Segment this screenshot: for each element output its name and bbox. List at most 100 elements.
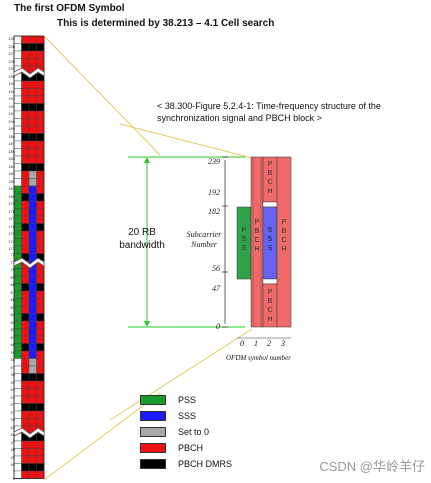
grid-row-label: 189 — [8, 127, 15, 131]
grid-row-label: 195 — [8, 82, 15, 86]
grid-break-marks — [13, 67, 45, 439]
grid-row-label: 63 — [10, 320, 15, 325]
grid-row-label: 67 — [10, 290, 15, 295]
grid-row-label: 51 — [10, 410, 15, 415]
legend-swatch — [140, 411, 166, 421]
grid-row-label: 65 — [10, 305, 15, 310]
legend-item: Set to 0 — [140, 424, 232, 440]
grid-row-label: 178 — [8, 209, 15, 214]
grid-row-label: 180 — [8, 194, 15, 199]
grid-row-label: 235 — [8, 67, 15, 71]
legend-swatch — [140, 443, 166, 453]
grid-row-label: 188 — [8, 134, 15, 139]
grid-row-label: 3 — [12, 454, 15, 458]
grid-row-label: 50 — [10, 418, 15, 422]
grid-row-label: 182 — [8, 179, 15, 184]
legend-item: PSS — [140, 392, 232, 408]
grid-row-label: 48 — [10, 433, 15, 437]
figure-caption: < 38.300-Figure 5.2.4-1: Time-frequency … — [157, 101, 381, 123]
bandwidth-arrow-head-top — [144, 157, 150, 163]
grid-row-label: 238 — [8, 44, 15, 49]
grid-row-label: 53 — [10, 395, 15, 400]
symbol-tick-2: 2 — [267, 339, 271, 348]
legend-label: PSS — [178, 395, 197, 405]
grid-row-label: 52 — [10, 403, 15, 407]
grid-border — [13, 35, 45, 479]
bandwidth-label: 20 RB bandwidth — [119, 227, 165, 251]
grid-row-label: 59 — [10, 350, 15, 355]
connector-bottom-right — [109, 328, 253, 421]
grid-row-label: 185 — [8, 157, 15, 161]
grid-row-label: 177 — [8, 217, 15, 221]
grid-row-label: 173 — [8, 247, 15, 251]
connector-line-bottom — [43, 392, 160, 481]
grid-row-label: 175 — [8, 232, 15, 236]
grid-row-label: 49 — [10, 425, 15, 430]
grid-row-label: 55 — [10, 380, 15, 385]
grid-row-label: 179 — [8, 202, 15, 206]
grid-row-label: 237 — [8, 52, 15, 56]
figure-subtitle: This is determined by 38.213 – 4.1 Cell … — [57, 18, 275, 29]
grid-row-label: 54 — [10, 388, 15, 392]
tick-0: 0 — [216, 322, 220, 331]
grid-row-label: 4 — [12, 446, 15, 451]
grid-row-label: 45 — [10, 455, 15, 460]
grid-row-label: 61 — [10, 335, 15, 340]
legend-item: SSS — [140, 408, 232, 424]
legend-label: SSS — [178, 411, 197, 421]
grid-row-label: 196 — [8, 74, 15, 79]
grid-row-label: 44 — [10, 463, 15, 467]
grid-row-label: 56 — [10, 373, 15, 377]
grid-row-label: 70 — [10, 268, 15, 272]
subcarrier-tick-marks — [222, 156, 228, 328]
bandwidth-arrow-head-bottom — [144, 321, 150, 327]
grid-row-label: 68 — [10, 283, 15, 287]
grid-row-label: 64 — [10, 313, 15, 317]
grid-row-label: 184 — [8, 164, 15, 169]
grid-row-label: 72 — [10, 253, 15, 257]
legend-swatch — [140, 459, 166, 469]
subcarrier-number-label: Subcarrier Number — [186, 230, 222, 249]
grid-row-label: 1 — [12, 469, 15, 473]
grid-row-label: 239 — [8, 37, 15, 41]
grid-row-label: 193 — [8, 97, 15, 101]
legend-item: PBCH — [140, 440, 232, 456]
symbol-tick-1: 1 — [254, 339, 258, 348]
grid-row-label: 62 — [10, 328, 15, 332]
tick-182: 182 — [208, 207, 220, 216]
grid-row-label: 236 — [8, 59, 15, 64]
grid-row-label: 190 — [8, 119, 15, 124]
grid-row-label: 192 — [8, 104, 15, 109]
legend-item: PBCH DMRS — [140, 456, 232, 472]
left-resource-grid — [13, 35, 160, 481]
grid-row-label: 183 — [8, 172, 15, 176]
set-zero-top — [262, 201, 278, 208]
grid-row-label: 57 — [10, 365, 15, 370]
symbol-axis-label: OFDM symbol number — [226, 354, 291, 362]
grid-row-label: 186 — [8, 149, 15, 154]
symbol-tick-0: 0 — [240, 339, 244, 348]
legend-label: Set to 0 — [178, 427, 210, 437]
grid-row-label: 5 — [12, 439, 15, 443]
grid-row-label: 69 — [10, 275, 15, 280]
grid-row-label: 174 — [8, 239, 15, 244]
grid-row-label: 187 — [8, 142, 15, 146]
grid-row-label: 66 — [10, 298, 15, 302]
figure-title: The first OFDM Symbol — [14, 3, 125, 14]
tick-47: 47 — [212, 284, 220, 293]
tick-56: 56 — [212, 264, 220, 273]
tick-239: 239 — [208, 157, 220, 166]
grid-row-label: 0 — [12, 476, 15, 481]
grid-row-label: 176 — [8, 224, 15, 229]
symbol-tick-3: 3 — [281, 339, 285, 348]
grid-row-label: 46 — [10, 448, 15, 452]
watermark: CSDN @华岭羊仔 — [319, 459, 425, 474]
connector-top-right — [119, 123, 253, 159]
